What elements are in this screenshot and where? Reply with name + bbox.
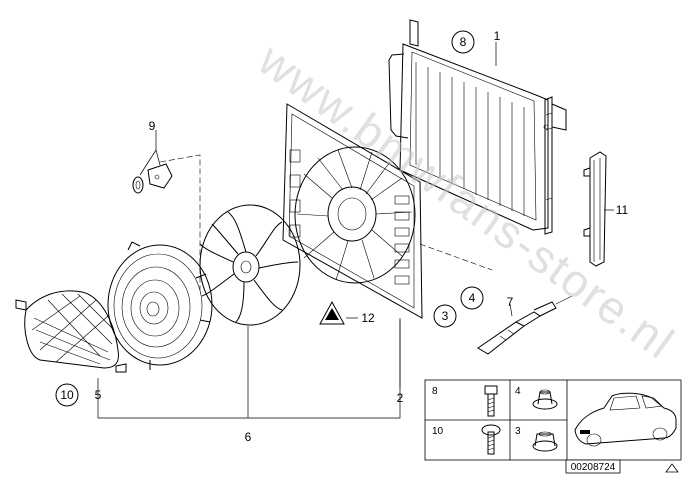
callout-3: 3 bbox=[442, 309, 449, 323]
callout-1: 1 bbox=[494, 29, 501, 43]
callout-12: 12 bbox=[361, 311, 375, 325]
legend-10: 10 bbox=[432, 426, 444, 437]
warning-label bbox=[319, 300, 345, 325]
callout-11: 11 bbox=[616, 203, 629, 217]
legend-8: 8 bbox=[432, 386, 438, 397]
legend-3: 3 bbox=[515, 426, 521, 437]
callout-4-circle bbox=[460, 286, 484, 310]
diagram-code: 00208724 bbox=[571, 462, 616, 473]
fan-impeller bbox=[199, 204, 301, 326]
parts-legend-box: 8 4 10 3 bbox=[424, 379, 682, 461]
callout-4: 4 bbox=[469, 291, 476, 305]
callout-6: 6 bbox=[245, 430, 252, 444]
fan-motor-housing bbox=[107, 241, 213, 370]
clip-bracket bbox=[132, 163, 173, 194]
bolt-icon bbox=[484, 385, 498, 417]
wiring-harness-sensor bbox=[477, 295, 573, 355]
callout-7: 7 bbox=[507, 295, 514, 309]
corner-triangle-icon bbox=[665, 463, 679, 473]
front-fan-guard bbox=[15, 290, 127, 373]
diagram-code-box bbox=[565, 459, 621, 474]
callout-8-circle bbox=[451, 30, 475, 54]
callout-9: 9 bbox=[149, 119, 156, 133]
callout-labels: 8 1 9 11 4 7 3 12 10 5 2 6 bbox=[55, 29, 629, 444]
dashed-assembly-lines bbox=[97, 42, 614, 419]
callout-10: 10 bbox=[60, 388, 74, 402]
screw-icon bbox=[481, 424, 501, 455]
car-icon bbox=[574, 392, 677, 447]
callout-2: 2 bbox=[397, 391, 404, 405]
legend-4: 4 bbox=[515, 386, 521, 397]
nut-icon bbox=[532, 389, 558, 410]
callout-5: 5 bbox=[95, 388, 102, 402]
callout-8: 8 bbox=[460, 35, 467, 49]
side-seal-strip bbox=[583, 151, 607, 267]
hex-nut-icon bbox=[532, 431, 558, 452]
watermark-text: www.bmwfans-store.nl bbox=[249, 33, 685, 370]
callout-3-circle bbox=[433, 304, 457, 328]
fan-shroud bbox=[282, 103, 423, 319]
callout-10-circle bbox=[55, 383, 79, 407]
